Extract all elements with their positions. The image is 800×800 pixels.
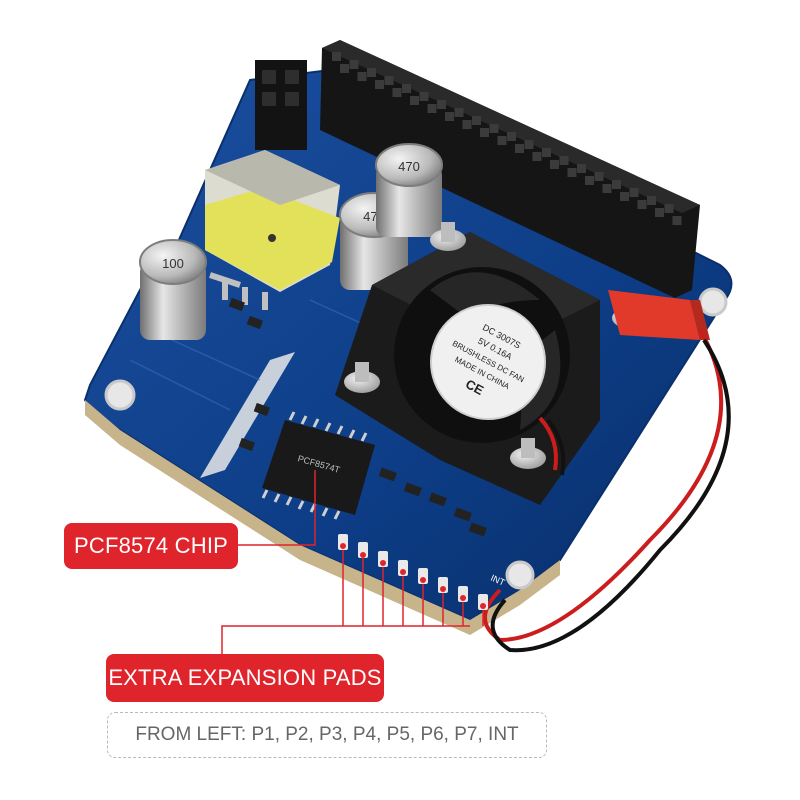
header-pin-hole (602, 184, 612, 193)
header-pin-hole (454, 108, 464, 117)
header-pin-hole (427, 104, 437, 113)
header-pin-hole (637, 200, 647, 209)
header-pin-hole (419, 92, 429, 101)
capacitor-left: 100 (139, 239, 207, 340)
header-pin-hole (655, 208, 664, 217)
header-pin-hole (462, 120, 472, 129)
header-pin-hole (550, 160, 559, 169)
capacitor-back: 470 (375, 143, 443, 237)
inductor (205, 150, 340, 310)
header-pin-hole (332, 52, 341, 61)
header-pin-hole (340, 64, 349, 73)
small-header (255, 60, 307, 150)
header-pin-hole (392, 88, 402, 97)
header-pin-hole (620, 192, 629, 201)
pcf8574-chip-callout: PCF8574 CHIP (64, 523, 238, 569)
pcf8574-chip: PCF8574T (261, 411, 375, 520)
header-pin-hole (437, 100, 446, 109)
header-pin-hole (472, 116, 481, 125)
header-pin-hole (515, 144, 524, 153)
header-pin-hole (567, 168, 577, 177)
header-pin-hole (612, 180, 621, 189)
header-pin-hole (585, 176, 594, 185)
header-pin-hole (542, 148, 551, 157)
header-pin-hole (532, 152, 542, 161)
header-pin-hole (445, 112, 454, 121)
header-pin-hole (357, 72, 367, 81)
fan-sticker (430, 304, 546, 420)
header-pin-hole (367, 68, 376, 77)
header-pin-hole (594, 172, 604, 181)
header-pin-hole (524, 140, 534, 149)
header-pin-hole (559, 156, 569, 165)
header-pin-hole (629, 188, 639, 197)
header-pin-hole (402, 84, 411, 93)
header-pin-hole (647, 196, 656, 205)
expansion-pads-callout: EXTRA EXPANSION PADS (106, 654, 384, 702)
gpio-header (320, 40, 700, 298)
smd-components (228, 297, 487, 537)
header-pin-hole (410, 96, 419, 105)
capacitor-small-label: 100 (162, 256, 184, 271)
header-pin-hole (507, 132, 516, 141)
header-pin-hole (480, 128, 489, 137)
header-pin-hole (349, 60, 359, 69)
header-pin-hole (384, 76, 394, 85)
header-pin-hole (489, 124, 499, 133)
pad-order-note: FROM LEFT: P1, P2, P3, P4, P5, P6, P7, I… (107, 712, 547, 758)
fan-connector (483, 290, 731, 653)
callout-lines (221, 470, 486, 654)
header-pin-hole (497, 136, 507, 145)
header-pin-hole (375, 80, 384, 89)
cooling-fan: DC 3007S 5V 0.16A BRUSHLESS DC FAN MADE … (335, 222, 644, 505)
capacitor-back-label: 470 (398, 159, 420, 174)
header-pin-hole (577, 164, 586, 173)
header-pin-hole (672, 216, 682, 225)
header-pin-hole (664, 204, 674, 213)
